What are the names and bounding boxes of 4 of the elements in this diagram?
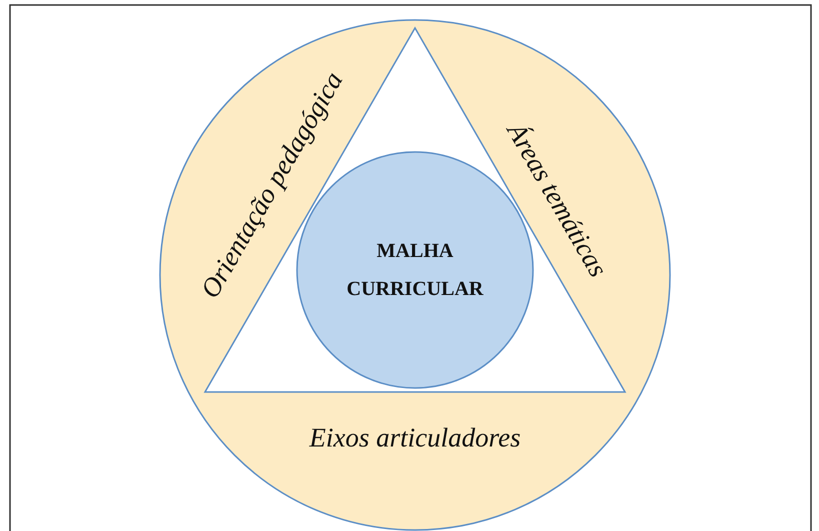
- segment-label: Eixos articuladores: [309, 422, 521, 454]
- outer-circle: [160, 20, 670, 530]
- triangle-shape: [205, 28, 625, 392]
- center-title: MALHA CURRICULAR: [346, 239, 484, 302]
